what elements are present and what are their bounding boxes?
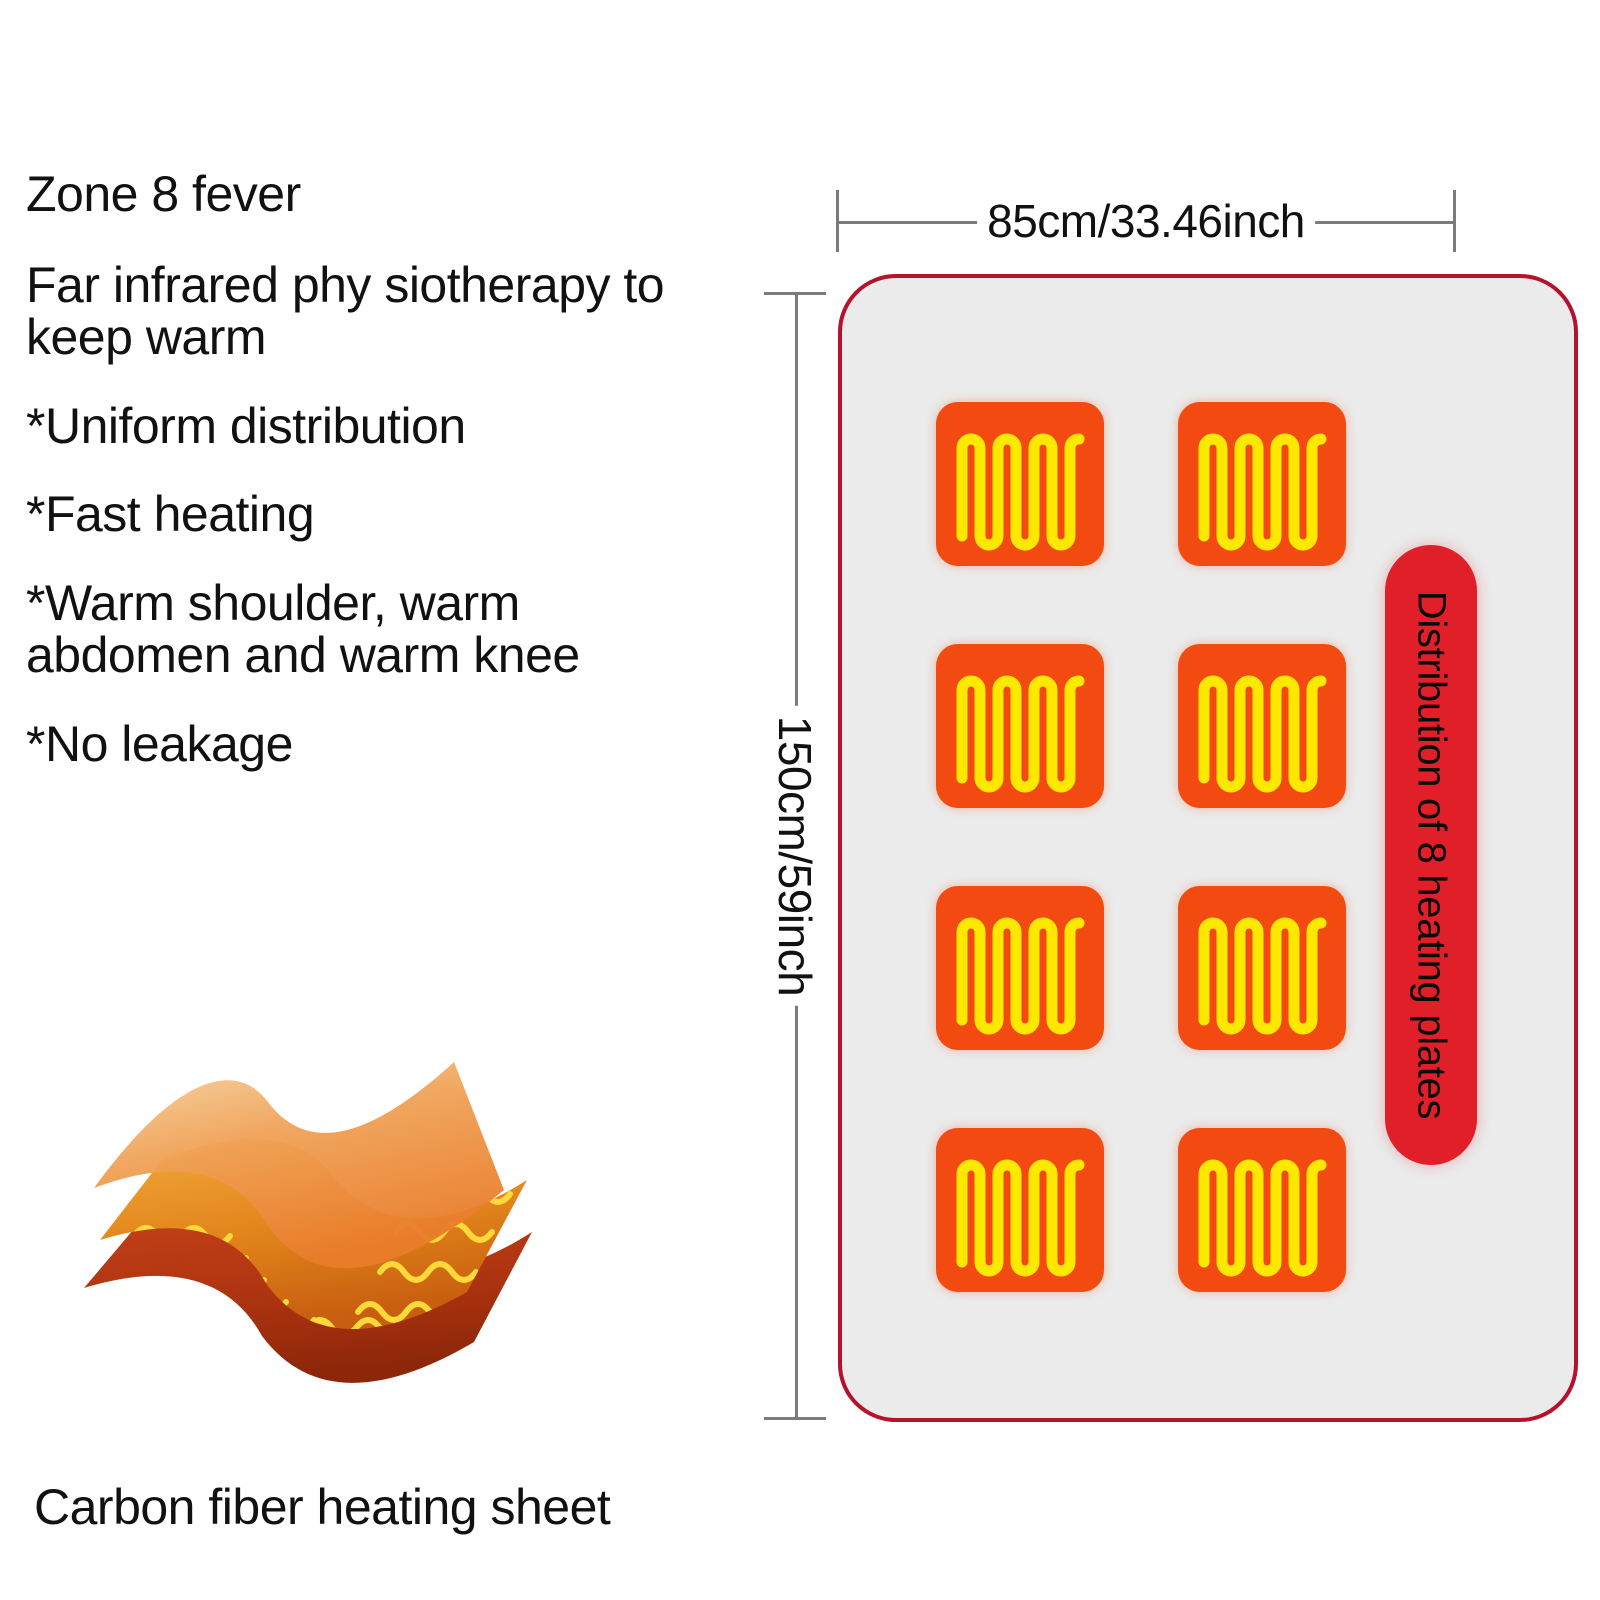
- feature-bullet-fast-heating: *Fast heating: [26, 486, 315, 542]
- carbon-fiber-sheet-illustration: [62, 1040, 562, 1410]
- feature-subheading: Far infrared phy siotherapy to keep warm: [26, 256, 665, 365]
- heating-plate: [1178, 402, 1346, 566]
- heating-plate: [936, 886, 1104, 1050]
- feature-bullet-no-leakage: *No leakage: [26, 715, 293, 772]
- feature-text-column: Zone 8 fever Far infrared phy siotherapy…: [26, 168, 716, 806]
- heating-mat-diagram: 85cm/33.46inch 150cm/59inch: [730, 170, 1578, 1440]
- carbon-fiber-top-layer: [94, 1062, 504, 1269]
- height-dimension: 150cm/59inch: [764, 292, 826, 1420]
- heating-plate: [936, 402, 1104, 566]
- width-dimension-label: 85cm/33.46inch: [977, 194, 1315, 248]
- heating-plate-grid: [936, 402, 1496, 1292]
- feature-bullet-uniform-distribution: *Uniform distribution: [26, 397, 466, 454]
- height-dimension-tick-top: [764, 292, 826, 295]
- feature-bullet-warm-body-areas: *Warm shoulder, warm abdomen and warm kn…: [26, 574, 580, 683]
- width-dimension-tick-left: [836, 190, 839, 252]
- carbon-fiber-caption: Carbon fiber heating sheet: [34, 1479, 611, 1535]
- heating-plate: [1178, 1128, 1346, 1292]
- heating-plate: [1178, 886, 1346, 1050]
- width-dimension: 85cm/33.46inch: [836, 190, 1456, 252]
- height-dimension-tick-bottom: [764, 1417, 826, 1420]
- height-dimension-label: 150cm/59inch: [768, 705, 822, 1007]
- heating-plate: [936, 644, 1104, 808]
- heating-plate: [1178, 644, 1346, 808]
- distribution-badge: Distribution of 8 heating plates: [1385, 545, 1477, 1165]
- width-dimension-tick-right: [1453, 190, 1456, 252]
- heating-plate: [936, 1128, 1104, 1292]
- distribution-badge-label: Distribution of 8 heating plates: [1409, 590, 1454, 1120]
- feature-heading: Zone 8 fever: [26, 166, 301, 222]
